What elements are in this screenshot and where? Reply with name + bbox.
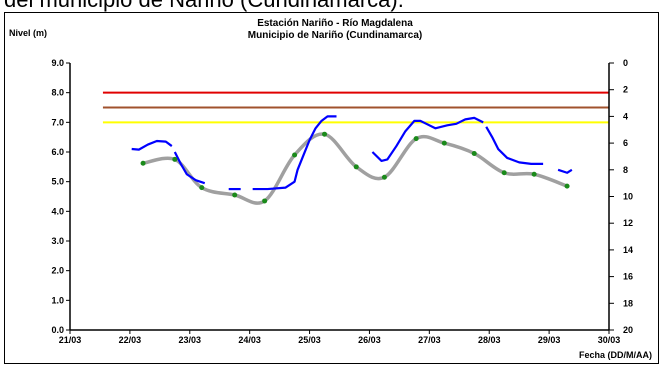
y-tick-label-5: 5.0 (51, 177, 64, 187)
x-tick-label-4: 25/03 (298, 335, 321, 345)
observed-line-segment-1 (173, 151, 206, 185)
y2-tick-label-2: 4 (623, 111, 628, 121)
x-tick-label-5: 26/03 (358, 335, 381, 345)
x-tick-label-6: 27/03 (418, 335, 441, 345)
forecast-point-12 (501, 170, 507, 176)
y-tick-label-1: 1.0 (51, 295, 64, 305)
y-tick-label-8: 8.0 (51, 88, 64, 98)
observed-line-segment-0 (131, 139, 173, 151)
chart: Estación Nariño - Río Magdalena Municipi… (9, 18, 652, 360)
y2-tick-label-5: 10 (623, 192, 633, 202)
y2-tick-label-10: 20 (623, 325, 633, 335)
forecast-point-6 (322, 131, 328, 137)
y-tick-label-4: 4.0 (51, 206, 64, 216)
threshold-lines (102, 91, 609, 124)
forecast-point-0 (140, 160, 146, 166)
page-caption: del municipio de Nariño (Cundinamarca). (4, 0, 404, 13)
y2-tick-label-7: 14 (623, 245, 633, 255)
y2-tick-label-6: 12 (623, 218, 633, 228)
y2-tick-label-9: 18 (623, 298, 633, 308)
x-tick-label-9: 30/03 (598, 335, 621, 345)
y2-tick-label-1: 2 (623, 85, 628, 95)
forecast-point-9 (413, 136, 419, 142)
y-tick-label-3: 3.0 (51, 236, 64, 246)
y-tick-label-7: 7.0 (51, 117, 64, 127)
x-tick-label-1: 22/03 (119, 335, 142, 345)
observed-line-segment-3 (252, 115, 337, 191)
chart-subtitle: Municipio de Nariño (Cundinamarca) (248, 30, 422, 41)
forecast-point-1 (172, 156, 178, 162)
series-layer (131, 115, 573, 205)
axes: 0.0 1.0 2.0 3.0 4.0 5.0 6.0 7.0 8.0 9.0 0 2 4 6 8 10 12 1… (51, 58, 633, 345)
forecast-point-13 (531, 171, 537, 177)
chart-frame: Estación Nariño - Río Magdalena Municipi… (4, 12, 659, 364)
forecast-point-8 (381, 174, 387, 180)
x-tick-label-3: 24/03 (238, 335, 261, 345)
y2-tick-label-4: 8 (623, 165, 628, 175)
x-tick-label-8: 29/03 (538, 335, 561, 345)
y2-tick-label-0: 0 (623, 58, 628, 68)
forecast-point-3 (232, 192, 238, 198)
forecast-point-2 (199, 185, 205, 191)
y-tick-label-9: 9.0 (51, 58, 64, 68)
y2-tick-label-3: 6 (623, 138, 628, 148)
y-tick-label-0: 0.0 (51, 325, 64, 335)
forecast-point-14 (564, 183, 570, 189)
x-tick-label-0: 21/03 (59, 335, 82, 345)
y2-tick-label-8: 16 (623, 272, 633, 282)
observed-line-segment-6 (557, 168, 573, 174)
forecast-point-7 (353, 164, 359, 170)
chart-title: Estación Nariño - Río Magdalena (257, 18, 413, 29)
forecast-point-10 (441, 140, 447, 146)
forecast-point-4 (262, 198, 268, 204)
y-tick-label-6: 6.0 (51, 147, 64, 157)
observed-line-segment-5 (485, 126, 544, 165)
x-tick-label-7: 28/03 (478, 335, 501, 345)
forecast-point-5 (292, 152, 298, 158)
y-axis-label: Nivel (m) (9, 28, 47, 38)
y-tick-label-2: 2.0 (51, 266, 64, 276)
x-axis-label: Fecha (DD/M/AA) (579, 350, 652, 360)
observed-line-segment-4 (371, 116, 484, 162)
x-tick-label-2: 23/03 (179, 335, 202, 345)
forecast-point-11 (471, 150, 477, 156)
